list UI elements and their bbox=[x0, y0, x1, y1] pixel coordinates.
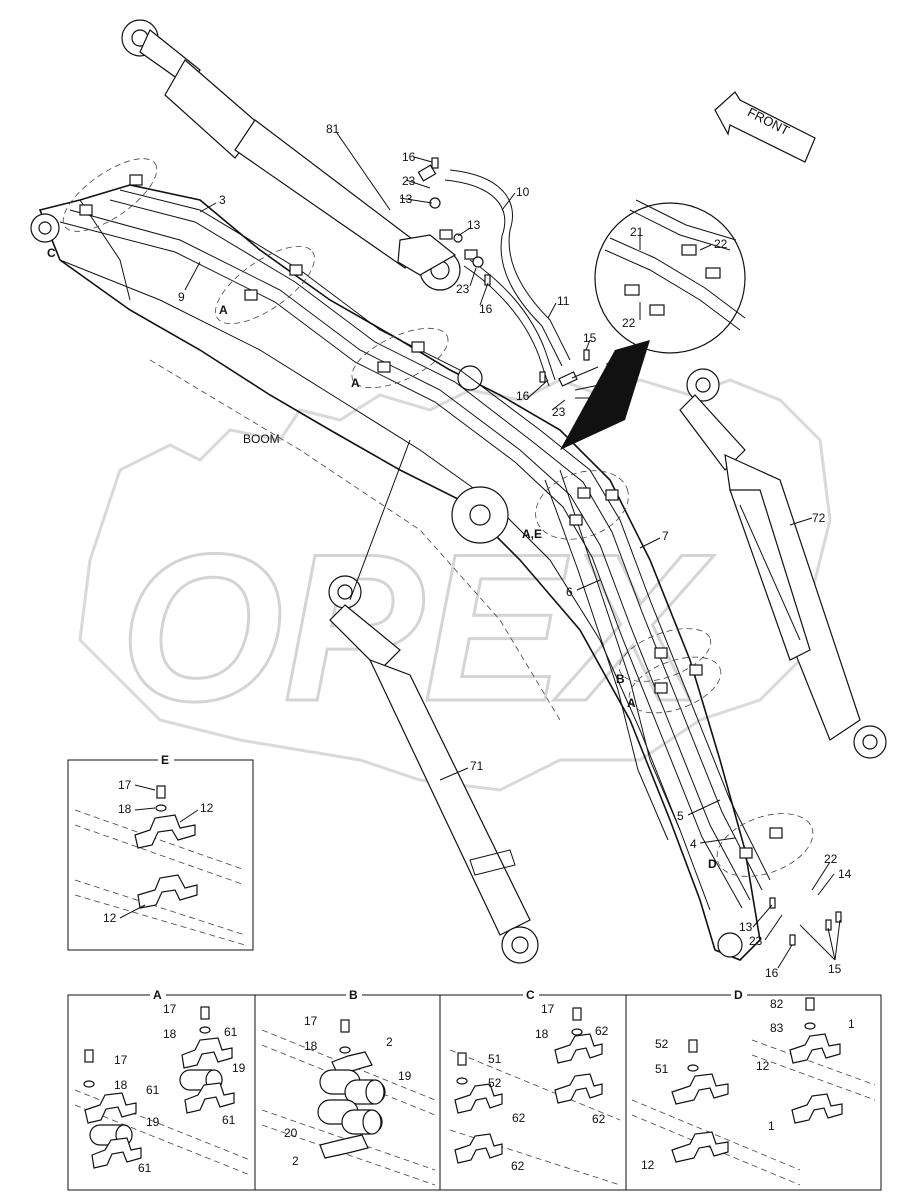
detail-d-title: D bbox=[734, 988, 743, 1002]
detail-a-callout-19b: 19 bbox=[146, 1115, 160, 1129]
detail-c-callout-17: 17 bbox=[541, 1002, 555, 1016]
section-marker-b: B bbox=[616, 672, 625, 686]
detail-e-callout-12b: 12 bbox=[103, 911, 117, 925]
callout-22b: 22 bbox=[714, 237, 728, 251]
callout-15a: 15 bbox=[583, 331, 597, 345]
detail-d-callout-12b: 12 bbox=[641, 1158, 655, 1172]
detail-d-callout-1a: 1 bbox=[848, 1017, 855, 1031]
detail-a-callout-61a: 61 bbox=[224, 1025, 238, 1039]
detail-b-callout-2b: 2 bbox=[292, 1154, 299, 1168]
detail-a-callout-19a: 19 bbox=[232, 1061, 246, 1075]
callout-21: 21 bbox=[630, 225, 644, 239]
callout-23d: 23 bbox=[749, 934, 763, 948]
callout-13a: 13 bbox=[399, 192, 413, 206]
callout-22d: 22 bbox=[824, 852, 838, 866]
detail-d-callout-12a: 12 bbox=[756, 1059, 770, 1073]
detail-panels bbox=[67, 994, 882, 1191]
front-arrow: FRONT bbox=[714, 91, 816, 163]
detail-d-callout-52: 52 bbox=[655, 1037, 669, 1051]
detail-c-callout-52: 52 bbox=[488, 1076, 502, 1090]
detail-panel-a: A 17 18 61 19 61 17 18 61 19 61 bbox=[74, 988, 251, 1176]
detail-d-callout-51: 51 bbox=[655, 1062, 669, 1076]
detail-b-title: B bbox=[349, 988, 358, 1002]
detail-b-callout-19: 19 bbox=[398, 1069, 412, 1083]
detail-a-callout-17b: 17 bbox=[114, 1053, 128, 1067]
callout-6: 6 bbox=[566, 585, 573, 599]
section-marker-c: C bbox=[47, 246, 56, 260]
arm-cylinder-71 bbox=[328, 575, 539, 964]
callout-9: 9 bbox=[178, 290, 185, 304]
callout-81: 81 bbox=[326, 122, 340, 136]
callout-16b: 16 bbox=[479, 302, 493, 316]
callout-7: 7 bbox=[662, 529, 669, 543]
leader-lines bbox=[184, 132, 841, 969]
clamp-groups bbox=[62, 158, 814, 877]
main-callouts: 81 3 9 16 23 13 10 13 23 16 11 15 14 22 … bbox=[47, 122, 852, 980]
callout-13c: 13 bbox=[606, 392, 620, 406]
section-marker-ae: A,E bbox=[522, 527, 542, 541]
callout-23c: 23 bbox=[552, 405, 566, 419]
detail-c-callout-62b: 62 bbox=[512, 1111, 526, 1125]
detail-d-callout-83: 83 bbox=[770, 1021, 784, 1035]
section-marker-a2: A bbox=[351, 376, 360, 390]
detail-c-callout-62c: 62 bbox=[592, 1112, 606, 1126]
detail-b-callout-2a: 2 bbox=[386, 1035, 393, 1049]
section-marker-d: D bbox=[708, 857, 717, 871]
callout-13d: 13 bbox=[739, 920, 753, 934]
callout-4: 4 bbox=[690, 837, 697, 851]
detail-c-callout-62d: 62 bbox=[511, 1159, 525, 1173]
detail-d-callout-82: 82 bbox=[770, 997, 784, 1011]
callout-15b: 15 bbox=[828, 962, 842, 976]
callout-72: 72 bbox=[812, 511, 826, 525]
callout-16d: 16 bbox=[765, 966, 779, 980]
hydraulic-lines bbox=[59, 189, 771, 909]
section-marker-a1: A bbox=[219, 303, 228, 317]
callout-10: 10 bbox=[516, 185, 530, 199]
callout-16a: 16 bbox=[402, 150, 416, 164]
detail-box-e: E 17 18 12 12 bbox=[67, 752, 254, 951]
detail-c-callout-51: 51 bbox=[488, 1052, 502, 1066]
callout-71: 71 bbox=[470, 759, 484, 773]
arm-cylinder-72 bbox=[679, 368, 887, 759]
detail-panel-b: B 17 18 2 19 20 2 bbox=[261, 988, 436, 1186]
callout-13b: 13 bbox=[467, 218, 481, 232]
detail-a-callout-61b: 61 bbox=[222, 1113, 236, 1127]
detail-e-callout-12a: 12 bbox=[200, 801, 214, 815]
magnified-detail bbox=[560, 199, 746, 450]
detail-a-callout-61d: 61 bbox=[138, 1161, 152, 1175]
detail-a-callout-18a: 18 bbox=[163, 1027, 177, 1041]
callout-23b: 23 bbox=[456, 282, 470, 296]
boom-cylinder-81 bbox=[121, 19, 461, 291]
callout-14a: 14 bbox=[605, 360, 619, 374]
detail-e-callout-18: 18 bbox=[118, 802, 132, 816]
detail-panel-c: C 17 18 62 51 52 62 62 62 bbox=[449, 988, 621, 1186]
section-marker-a3: A bbox=[627, 696, 636, 710]
hoses-10-11 bbox=[417, 164, 578, 387]
detail-b-callout-18: 18 bbox=[304, 1039, 318, 1053]
callout-14b: 14 bbox=[838, 867, 852, 881]
callout-22a: 22 bbox=[606, 377, 620, 391]
boom-body bbox=[30, 184, 761, 961]
callout-16c: 16 bbox=[516, 389, 530, 403]
callout-22c: 22 bbox=[622, 316, 636, 330]
detail-a-callout-61c: 61 bbox=[146, 1083, 160, 1097]
detail-a-callout-17a: 17 bbox=[163, 1002, 177, 1016]
detail-a-title: A bbox=[153, 988, 162, 1002]
detail-a-callout-18b: 18 bbox=[114, 1078, 128, 1092]
detail-b-callout-20: 20 bbox=[284, 1126, 298, 1140]
detail-c-title: C bbox=[526, 988, 535, 1002]
detail-panel-d: D 82 83 1 52 51 12 1 12 bbox=[631, 988, 876, 1186]
detail-e-callout-17: 17 bbox=[118, 778, 132, 792]
detail-e-title: E bbox=[161, 753, 169, 767]
boom-label: BOOM bbox=[243, 432, 280, 446]
detail-c-callout-62a: 62 bbox=[595, 1024, 609, 1038]
callout-23a: 23 bbox=[402, 174, 416, 188]
detail-b-callout-17: 17 bbox=[304, 1014, 318, 1028]
callout-11: 11 bbox=[557, 294, 570, 308]
detail-c-callout-18: 18 bbox=[535, 1027, 549, 1041]
callout-3: 3 bbox=[219, 193, 226, 207]
callout-5: 5 bbox=[677, 809, 684, 823]
detail-d-callout-1b: 1 bbox=[768, 1119, 775, 1133]
